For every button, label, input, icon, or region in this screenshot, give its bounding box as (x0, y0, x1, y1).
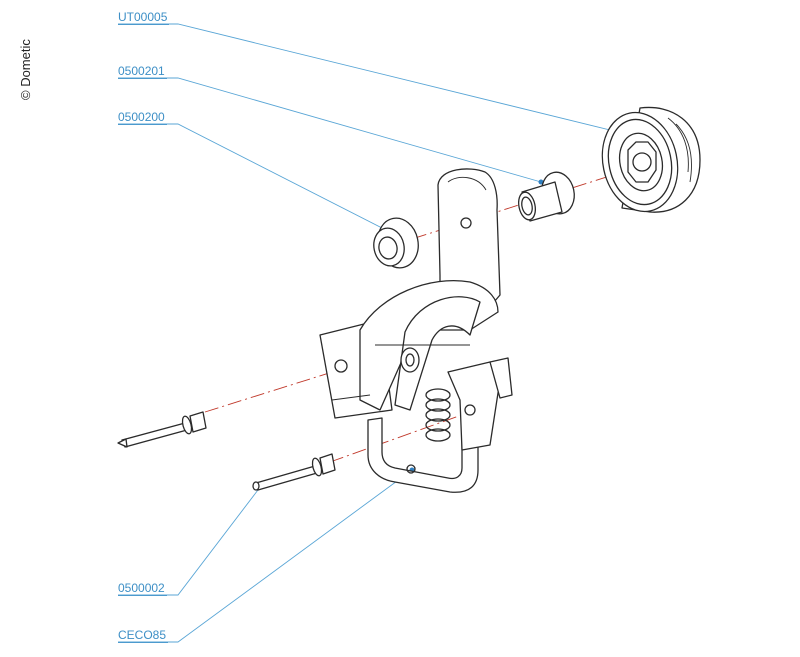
leader-lines (118, 23, 615, 643)
hinge-mechanism (319, 168, 513, 493)
label-0500002[interactable]: 0500002 (118, 581, 167, 596)
grommet-part (373, 217, 419, 269)
label-ceco85[interactable]: CECO85 (118, 628, 169, 643)
label-0500200[interactable]: 0500200 (118, 110, 167, 125)
leader-ut00005 (118, 23, 615, 132)
leader-0500002 (118, 485, 262, 596)
rivet-0500002 (252, 453, 336, 491)
leader-0500201 (118, 77, 542, 183)
rivet-upper (117, 411, 207, 448)
knob-cap-part (601, 106, 701, 213)
label-0500201[interactable]: 0500201 (118, 64, 167, 79)
label-ut00005[interactable]: UT00005 (118, 10, 170, 25)
leader-ceco85 (118, 469, 413, 643)
axis-middle (204, 367, 346, 413)
spring-coil (425, 388, 451, 442)
sleeve-part (518, 171, 575, 222)
leader-0500200 (118, 123, 387, 231)
